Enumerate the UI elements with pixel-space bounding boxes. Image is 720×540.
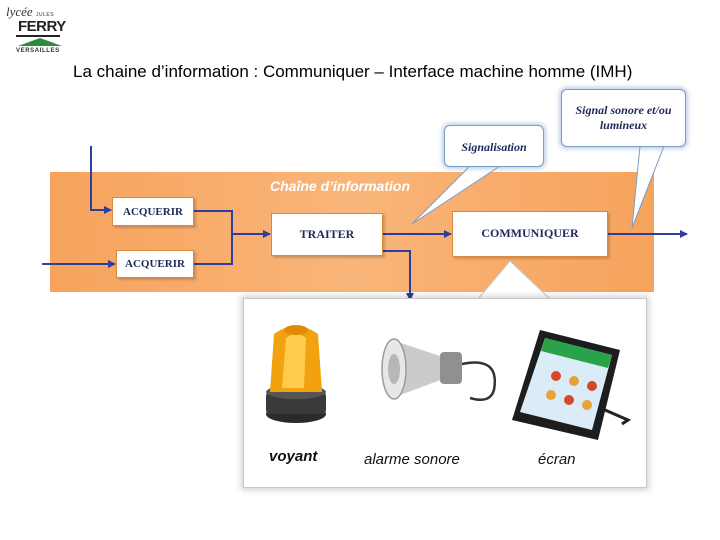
logo-mound-icon — [18, 38, 62, 46]
school-logo: lycée JULES FERRY VERSAILLES — [6, 4, 66, 56]
band-title: Chaîne d’information — [270, 178, 410, 194]
beacon-icon — [266, 325, 326, 423]
signal-callout: Signal sonore et/ou lumineux — [561, 89, 686, 147]
logo-script: lycée — [6, 4, 33, 19]
touchscreen-icon — [512, 330, 632, 440]
logo-ferry: FERRY — [18, 18, 66, 35]
acquerir-block-2: ACQUERIR — [116, 250, 194, 278]
caption-ecran: écran — [538, 451, 576, 468]
logo-underline — [16, 35, 60, 37]
acquerir1-to-traiter-arrow — [194, 210, 271, 238]
acquerir-block-1: ACQUERIR — [112, 197, 194, 226]
traiter-down-arrow — [383, 250, 414, 301]
horn-speaker-icon — [381, 338, 497, 401]
caption-voyant: voyant — [269, 448, 318, 465]
page-title: La chaine d’information : Communiquer – … — [73, 62, 633, 81]
logo-jules: JULES — [36, 12, 55, 18]
signal-callout-line1: Signal sonore et/ou — [575, 103, 672, 117]
signal-callout-line2: lumineux — [599, 118, 648, 132]
logo-city: VERSAILLES — [16, 48, 60, 54]
signalisation-callout: Signalisation — [444, 125, 544, 167]
panel-pointer — [477, 260, 551, 300]
traiter-block: TRAITER — [271, 213, 383, 256]
communiquer-block: COMMUNIQUER — [452, 211, 608, 257]
input-arrow-1 — [90, 146, 112, 214]
caption-alarme: alarme sonore — [364, 451, 460, 468]
acquerir2-to-traiter-arrow — [194, 234, 233, 265]
